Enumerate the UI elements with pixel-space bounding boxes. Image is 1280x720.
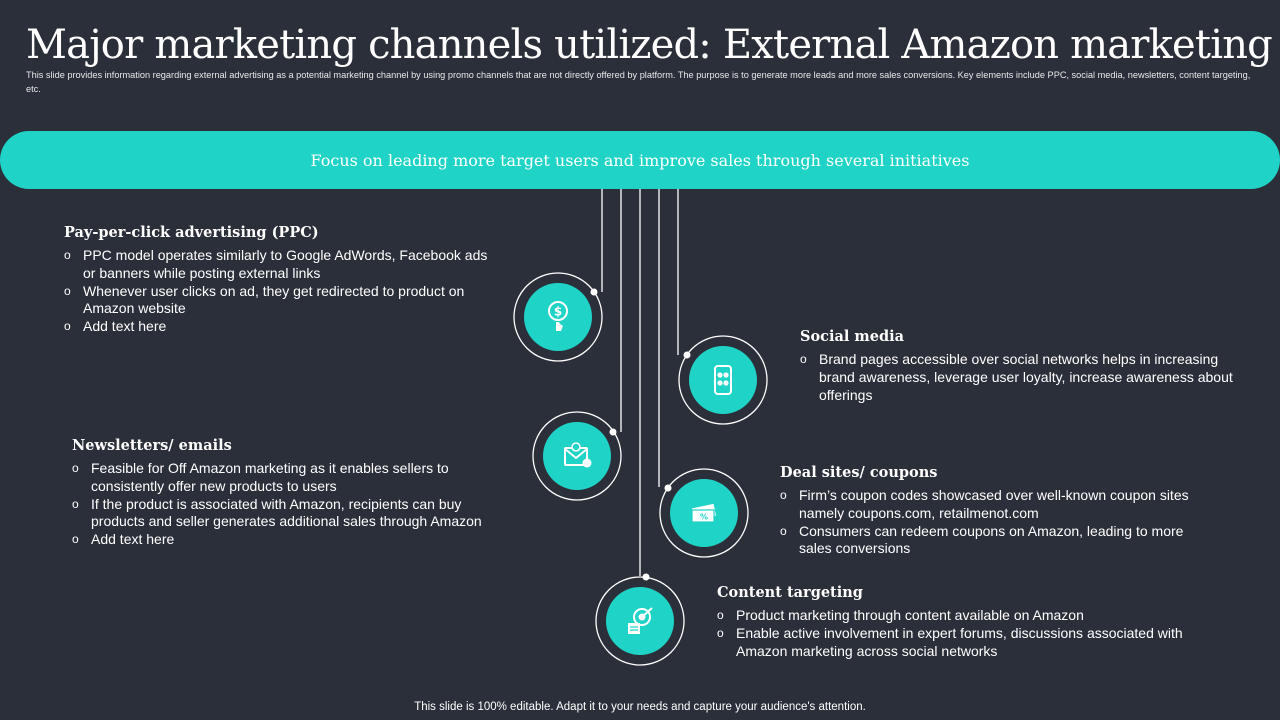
list-item: If the product is associated with Amazon… (72, 496, 512, 532)
list-item: Product marketing through content availa… (717, 607, 1217, 625)
banner-text: Focus on leading more target users and i… (310, 150, 970, 170)
dot-social (683, 351, 691, 359)
dot-content (642, 573, 650, 581)
block-social: Social media Brand pages accessible over… (800, 328, 1250, 404)
list-item: Enable active involvement in expert foru… (717, 625, 1217, 661)
list-item: PPC model operates similarly to Google A… (64, 247, 494, 283)
slide-subtitle: This slide provides information regardin… (26, 70, 1251, 94)
block-title: Content targeting (717, 584, 863, 601)
email-envelope-icon (564, 442, 592, 468)
svg-text:%: % (700, 513, 708, 522)
block-content: Content targeting Product marketing thro… (717, 584, 1217, 660)
node-content (595, 576, 685, 666)
bullet-list: Brand pages accessible over social netwo… (800, 351, 1250, 404)
block-newsletters: Newsletters/ emails Feasible for Off Ama… (72, 437, 512, 549)
ring-newsletters (532, 411, 622, 501)
bullet-list: Firm’s coupon codes showcased over well-… (780, 487, 1190, 558)
list-item: Brand pages accessible over social netwo… (800, 351, 1250, 404)
svg-text:$: $ (554, 305, 562, 319)
block-title: Pay-per-click advertising (PPC) (64, 224, 319, 241)
ring-social (678, 335, 768, 425)
bullet-list: Feasible for Off Amazon marketing as it … (72, 460, 512, 549)
node-ppc: $ (513, 272, 603, 362)
list-item: Add text here (64, 318, 494, 336)
dot-deals (664, 484, 672, 492)
dot-newsletters (609, 428, 617, 436)
ring-content (595, 576, 685, 666)
dot-ppc (590, 288, 598, 296)
slide-title: Major marketing channels utilized: Exter… (26, 22, 1273, 68)
list-item: Whenever user clicks on ad, they get red… (64, 283, 494, 319)
bullet-list: Product marketing through content availa… (717, 607, 1217, 660)
list-item: Firm’s coupon codes showcased over well-… (780, 487, 1190, 523)
list-item: Consumers can redeem coupons on Amazon, … (780, 523, 1190, 559)
ring-ppc (513, 272, 603, 362)
block-title: Deal sites/ coupons (780, 464, 938, 481)
block-ppc: Pay-per-click advertising (PPC) PPC mode… (64, 224, 494, 336)
block-title: Social media (800, 328, 905, 345)
focus-banner: Focus on leading more target users and i… (0, 131, 1280, 189)
node-newsletters (532, 411, 622, 501)
node-social (678, 335, 768, 425)
coupon-tickets-icon: % (691, 503, 717, 523)
ring-deals (659, 468, 749, 558)
node-deals: % (659, 468, 749, 558)
target-content-icon (628, 607, 653, 634)
list-item: Add text here (72, 531, 512, 549)
block-deals: Deal sites/ coupons Firm’s coupon codes … (780, 464, 1190, 558)
block-title: Newsletters/ emails (72, 437, 232, 454)
bullet-list: PPC model operates similarly to Google A… (64, 247, 494, 336)
slide-footer: This slide is 100% editable. Adapt it to… (414, 701, 866, 713)
social-phone-icon (714, 365, 732, 395)
list-item: Feasible for Off Amazon marketing as it … (72, 460, 512, 496)
dollar-click-icon: $ (548, 301, 568, 331)
